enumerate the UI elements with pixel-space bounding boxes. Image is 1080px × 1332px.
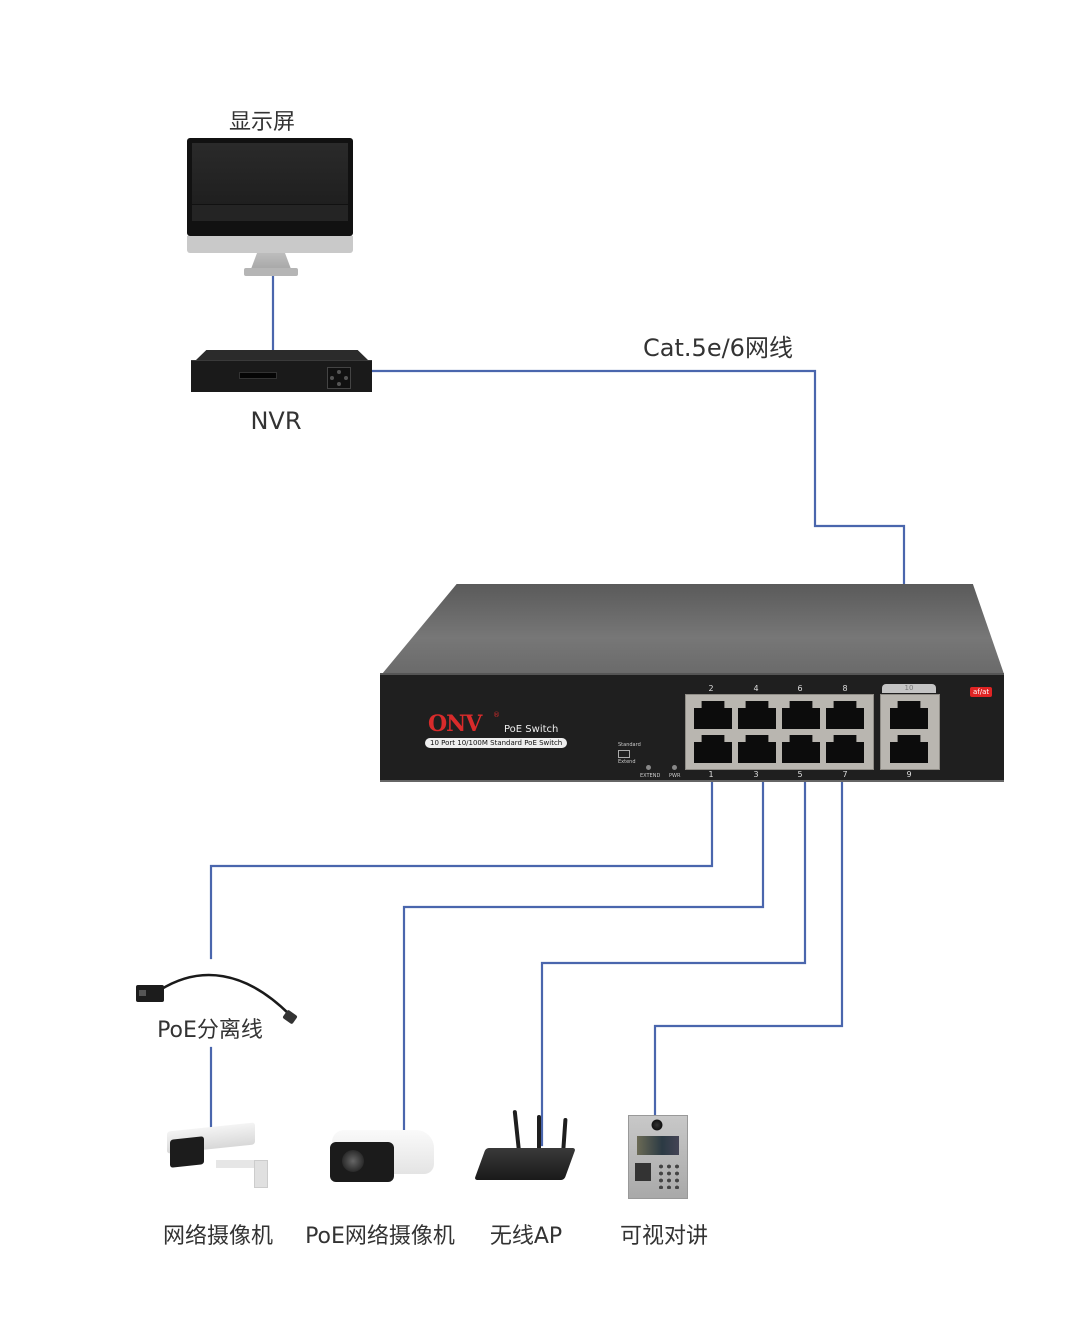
- switch-brand-logo: ONV: [428, 711, 482, 737]
- cable-type-label: Cat.5e/6网线: [643, 334, 793, 362]
- port-9-label: 9: [906, 770, 912, 779]
- port-10-label: 10: [882, 684, 936, 693]
- pwr-led: [672, 765, 677, 770]
- af-at-badge: af/at: [970, 687, 993, 697]
- cable-switch-poe-camera: [402, 753, 765, 1132]
- poe-splitter-label: PoE分离线: [157, 1018, 263, 1043]
- pwr-led-label: PWR: [669, 773, 681, 779]
- port-number: 3: [753, 770, 759, 779]
- port-number: 5: [797, 770, 803, 779]
- port-number: 6: [797, 684, 803, 693]
- uplink-port-block: [880, 694, 940, 770]
- switch-subtitle: 10 Port 10/100M Standard PoE Switch: [425, 738, 568, 748]
- ip-camera-label: 网络摄像机: [162, 1224, 274, 1249]
- cable-switch-intercom: [653, 753, 844, 1117]
- port-number: 2: [708, 684, 714, 693]
- registered-mark: ®: [493, 711, 500, 719]
- poe-camera-label: PoE网络摄像机: [305, 1224, 455, 1249]
- cable-switch-ap: [540, 708, 807, 1147]
- extend-led: [646, 765, 651, 770]
- port-number: 4: [753, 684, 759, 693]
- port-block-1-8: [685, 694, 874, 770]
- nvr-label: NVR: [250, 407, 302, 435]
- monitor-label: 显示屏: [228, 110, 296, 135]
- extend-led-label: EXTEND: [640, 773, 661, 779]
- port-number: 1: [708, 770, 714, 779]
- switch-title: PoE Switch: [504, 724, 559, 735]
- mode-switch: Standard Extend: [618, 742, 641, 765]
- video-intercom-icon: [628, 1115, 688, 1199]
- wireless-ap-label: 无线AP: [489, 1224, 563, 1249]
- cable-switch-splitter: [209, 708, 714, 960]
- port-number: 8: [842, 684, 848, 693]
- video-intercom-label: 可视对讲: [619, 1224, 709, 1249]
- port-number: 7: [842, 770, 848, 779]
